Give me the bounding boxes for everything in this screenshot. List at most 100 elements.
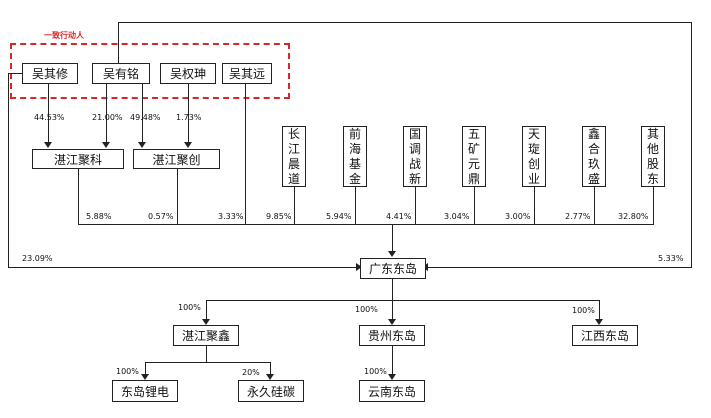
line-qiyuan-down: [245, 84, 246, 224]
line-zj-right: [270, 362, 271, 376]
line-juke-down: [78, 169, 79, 224]
line-zj-down: [206, 346, 207, 363]
investor-char: 晨: [287, 156, 300, 171]
investor-qianhai-jijin: 前海基金: [343, 126, 367, 187]
pct-sub-yunnan: 100%: [364, 367, 387, 376]
person-wu-quanshen: 吴权珅: [160, 63, 216, 84]
investor-char: 盛: [587, 171, 600, 186]
line-inv-3: [474, 187, 475, 224]
line-inv-0: [294, 187, 295, 224]
holdco-zhanjiang-juke: 湛江聚科: [32, 149, 124, 169]
pct-youming-juke: 21.00%: [92, 113, 123, 122]
line-shareholder-bus: [78, 224, 654, 225]
investor-char: 矿: [467, 141, 480, 156]
person-wu-qiyuan: 吴其远: [222, 63, 272, 84]
investor-char: 他: [646, 141, 659, 156]
pct-juke-gd: 5.88%: [86, 212, 112, 221]
arrow-youming-juchuang: [138, 142, 146, 148]
arrow-zj-right: [266, 374, 274, 380]
sub-dongdao-lidian: 东岛锂电: [112, 380, 178, 402]
line-gz-down: [392, 346, 393, 376]
investor-char: 鼎: [467, 171, 480, 186]
arrow-youming-juke: [102, 142, 110, 148]
pct-inv-3: 3.04%: [444, 212, 470, 221]
line-youming-juchuang: [142, 84, 143, 146]
pct-qixiu-gd: 23.09%: [22, 254, 53, 263]
sub-zhanjiang-juxin: 湛江聚鑫: [173, 325, 239, 346]
pct-inv-4: 3.00%: [505, 212, 531, 221]
line-loop-right: [691, 22, 692, 268]
pct-youming-gd: 5.33%: [658, 254, 684, 263]
investor-char: 鑫: [587, 126, 600, 141]
investor-char: 道: [287, 171, 300, 186]
pct-sub-guizhou: 100%: [355, 305, 378, 314]
pct-sub-jiangxi: 100%: [572, 306, 595, 315]
company-guangdong-dongdao: 广东东岛: [360, 258, 426, 279]
line-inv-6: [653, 187, 654, 224]
investor-char: 琁: [527, 141, 540, 156]
arrow-qixiu-into-gd: [356, 263, 362, 271]
arrow-sub-left: [202, 319, 210, 325]
pct-juchuang-gd: 0.57%: [148, 212, 174, 221]
pct-youming-juchuang: 49.48%: [130, 113, 161, 122]
investor-char: 长: [287, 126, 300, 141]
line-bus-to-gd: [392, 224, 393, 254]
line-youming-juke: [106, 84, 107, 146]
pct-inv-0: 9.85%: [266, 212, 292, 221]
line-inv-1: [355, 187, 356, 224]
pct-sub-zhanjiang: 100%: [178, 303, 201, 312]
arrow-sub-right: [595, 319, 603, 325]
line-sub-left: [206, 300, 207, 322]
pct-qiyuan-gd: 3.33%: [218, 212, 244, 221]
investor-tianxuan-chuangye: 天琁创业: [522, 126, 546, 187]
investor-wukuang-yuanding: 五矿元鼎: [462, 126, 486, 187]
line-inv-5: [594, 187, 595, 224]
pct-sub-yongjiu: 20%: [242, 368, 260, 377]
arrow-quanshen-juchuang: [184, 142, 192, 148]
line-inv-4: [534, 187, 535, 224]
line-quanshen-juchuang: [188, 84, 189, 146]
arrow-gz-down: [388, 374, 396, 380]
concert-party-frame: [10, 43, 290, 99]
investor-char: 金: [348, 171, 361, 186]
investor-char: 东: [646, 171, 659, 186]
line-qixiu-left-h: [8, 73, 22, 74]
sub-guizhou-dongdao: 贵州东岛: [359, 325, 425, 346]
line-gd-down: [392, 279, 393, 323]
sub-yunnan-dongdao: 云南东岛: [359, 380, 425, 402]
investor-char: 前: [348, 126, 361, 141]
investor-char: 国: [408, 126, 421, 141]
investor-char: 新: [408, 171, 421, 186]
sub-jiangxi-dongdao: 江西东岛: [572, 325, 638, 346]
investor-char: 玖: [587, 156, 600, 171]
person-wu-youming: 吴有铭: [92, 63, 150, 84]
investor-char: 基: [348, 156, 361, 171]
arrow-zj-left: [141, 374, 149, 380]
line-juchuang-down: [177, 169, 178, 224]
line-qixiu-into-gd: [8, 267, 360, 268]
line-zj-left: [145, 362, 146, 376]
investor-char: 其: [646, 126, 659, 141]
pct-quanshen-juchuang: 1.73%: [176, 113, 202, 122]
sub-yongjiu-guitan: 永久硅碳: [238, 380, 304, 402]
arrow-bus-to-gd: [388, 251, 396, 257]
investor-char: 海: [348, 141, 361, 156]
line-sub-bus: [206, 300, 600, 301]
investor-char: 战: [408, 156, 421, 171]
pct-qixiu-juke: 44.53%: [34, 113, 65, 122]
line-qixiu-juke: [48, 84, 49, 146]
investor-changjiang-chendao: 长江晨道: [282, 126, 306, 187]
investor-xinhe-jiusheng: 鑫合玖盛: [582, 126, 606, 187]
investor-char: 业: [527, 171, 540, 186]
investor-char: 江: [287, 141, 300, 156]
arrow-sub-mid: [388, 319, 396, 325]
pct-inv-2: 4.41%: [386, 212, 412, 221]
line-loop-top: [118, 22, 692, 23]
investor-char: 调: [408, 141, 421, 156]
investor-char: 天: [527, 126, 540, 141]
line-loop-up: [118, 22, 119, 63]
holdco-zhanjiang-juchuang: 湛江聚创: [133, 149, 220, 169]
line-sub-right: [599, 300, 600, 322]
concert-party-label: 一致行动人: [44, 31, 84, 40]
investor-guotiao-zhanxin: 国调战新: [403, 126, 427, 187]
